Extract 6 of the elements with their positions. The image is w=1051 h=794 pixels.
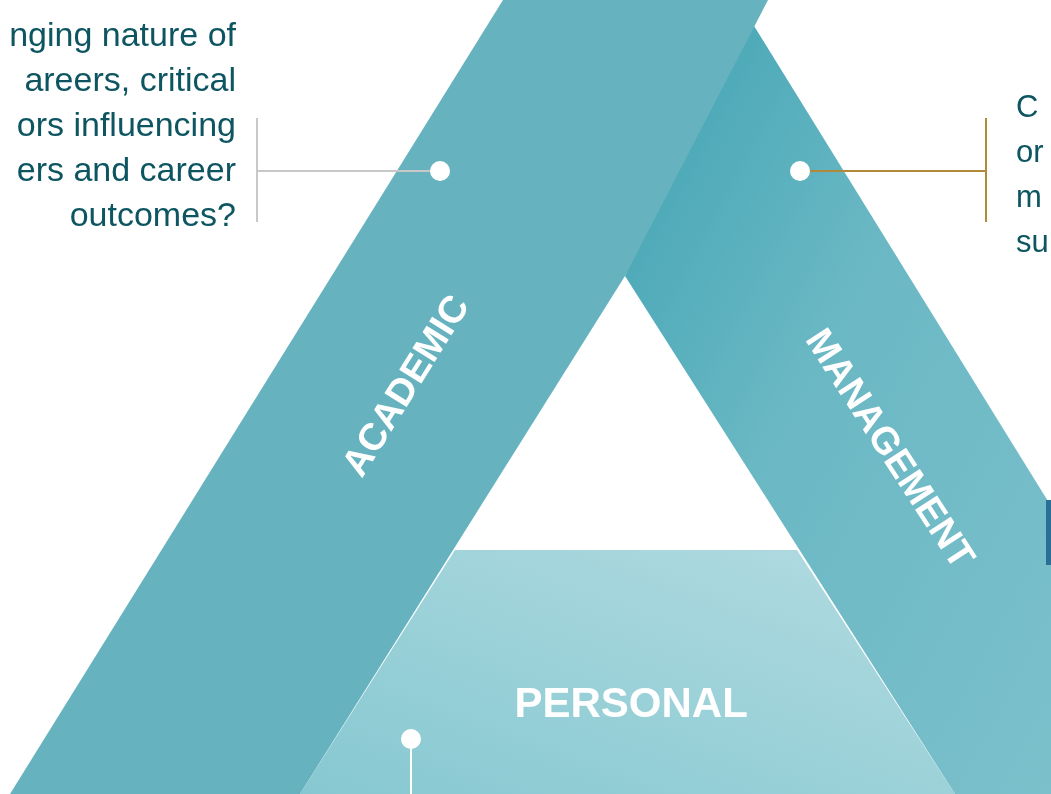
- leader-line: [790, 161, 987, 181]
- leader-line: [256, 161, 450, 181]
- band-label: PERSONAL: [514, 679, 748, 727]
- leader-line: [401, 729, 421, 794]
- question-text: nging nature of areers, critical ors influencing ers and career outcomes?: [8, 14, 236, 235]
- question-text: C or m su: [1016, 88, 1050, 261]
